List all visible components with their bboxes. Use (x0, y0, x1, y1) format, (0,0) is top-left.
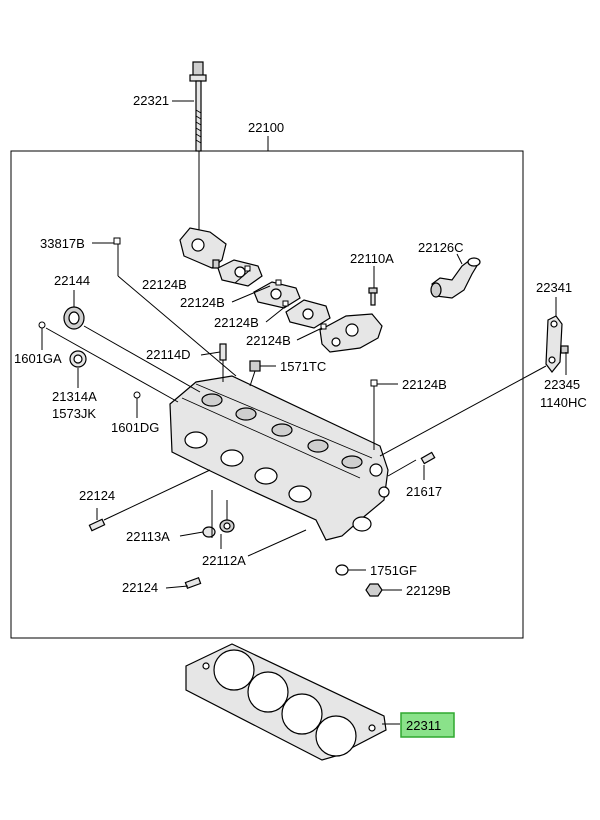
label-22113A[interactable]: 22113A (126, 529, 170, 544)
label-22124B-2[interactable]: 22124B (180, 295, 225, 310)
seal-22112A-part[interactable] (219, 519, 235, 533)
label-22112A[interactable]: 22112A (202, 553, 246, 568)
plug-33817B-part[interactable] (113, 237, 121, 245)
label-22124B-1[interactable]: 22124B (142, 277, 187, 292)
breather-pipe-part[interactable] (430, 257, 481, 299)
cylinder-head-part[interactable] (169, 375, 390, 541)
seal-21314A-part[interactable] (69, 350, 87, 368)
label-22124B-3[interactable]: 22124B (214, 315, 259, 330)
label-22124-2[interactable]: 22124 (122, 580, 158, 595)
label-22100[interactable]: 22100 (248, 120, 284, 135)
label-22129B[interactable]: 22129B (406, 583, 451, 598)
seal-22113A-part[interactable] (202, 526, 216, 538)
head-bolt-part[interactable] (189, 61, 207, 152)
camshaft-cap-front-part[interactable] (179, 227, 227, 269)
label-1751GF[interactable]: 1751GF (370, 563, 417, 578)
label-33817B[interactable]: 33817B (40, 236, 85, 251)
nut-22129B-part[interactable] (365, 583, 383, 597)
dowel-1601GA-part[interactable] (38, 321, 46, 329)
bolt-22345-part[interactable] (560, 345, 569, 354)
label-1571TC[interactable]: 1571TC (280, 359, 326, 374)
label-1140HC[interactable]: 1140HC (540, 395, 587, 410)
label-21314A[interactable]: 21314A (52, 389, 97, 404)
label-22124B-4[interactable]: 22124B (246, 333, 291, 348)
camshaft-cap-4-part[interactable] (285, 299, 331, 329)
camshaft-cap-2-part[interactable] (217, 259, 263, 287)
bolt-22110A-part[interactable] (368, 287, 378, 306)
label-22124B-5[interactable]: 22124B (402, 377, 447, 392)
label-21617[interactable]: 21617 (406, 484, 442, 499)
label-22321[interactable]: 22321 (133, 93, 169, 108)
oring-1751GF-part[interactable] (335, 564, 349, 576)
label-22341[interactable]: 22341 (536, 280, 572, 295)
label-22311[interactable]: 22311 (406, 718, 441, 733)
stud-21617-part[interactable] (420, 451, 436, 465)
label-22345[interactable]: 22345 (544, 377, 580, 392)
label-1573JK[interactable]: 1573JK (52, 406, 96, 421)
label-22126C[interactable]: 22126C (418, 240, 464, 255)
highlight-22311-box[interactable] (400, 712, 455, 738)
label-22144[interactable]: 22144 (54, 273, 90, 288)
pin-22114D-part[interactable] (219, 343, 227, 361)
stud-22124-bottom-part[interactable] (184, 577, 202, 589)
label-22114D[interactable]: 22114D (146, 347, 191, 362)
leader-lines (41, 242, 567, 725)
label-1601GA[interactable]: 1601GA (14, 351, 62, 366)
label-22124-1[interactable]: 22124 (79, 488, 115, 503)
assembly-frame (10, 150, 524, 639)
label-22110A[interactable]: 22110A (350, 251, 394, 266)
camshaft-cap-rear-part[interactable] (319, 313, 383, 353)
engine-hanger-22341-part[interactable] (545, 315, 563, 373)
label-1601DG[interactable]: 1601DG (111, 420, 159, 435)
oil-seal-22144-part[interactable] (63, 306, 85, 330)
plug-1571TC-part[interactable] (249, 360, 261, 372)
head-gasket-part[interactable] (185, 643, 387, 761)
camshaft-cap-3-part[interactable] (253, 281, 301, 309)
stud-22124-left-part[interactable] (88, 518, 106, 532)
dowel-1601DG-part[interactable] (133, 391, 141, 399)
